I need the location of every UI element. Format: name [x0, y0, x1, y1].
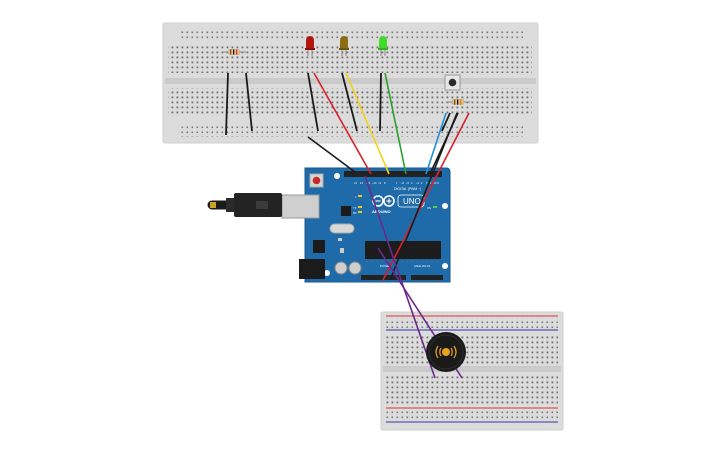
wire-black-gnd-1[interactable]	[225, 72, 229, 136]
crystal-oscillator	[329, 223, 355, 234]
terminal-strip-upper-small	[386, 334, 558, 364]
tx-led-indicator	[358, 206, 362, 208]
pin-label-13: 13	[354, 181, 357, 185]
center-channel-small	[383, 366, 561, 372]
wire-blue-button[interactable]	[425, 112, 447, 175]
pin-label-3: ~3	[416, 181, 420, 185]
smd-component	[340, 248, 344, 253]
breadboard-small[interactable]	[380, 311, 564, 431]
power-label: POWER	[380, 264, 392, 268]
pin-label-0: RX 0	[433, 181, 439, 185]
wire-black-to-gnd[interactable]	[307, 136, 356, 173]
pin-label-4: 4	[411, 181, 413, 185]
mounting-hole	[334, 173, 340, 179]
yellow-led[interactable]	[339, 36, 349, 56]
digital-header	[344, 171, 442, 177]
pin-label-7: 7	[396, 181, 398, 185]
on-led-label: ON	[427, 206, 431, 210]
pin-label-2: 2	[421, 181, 423, 185]
piezo-buzzer[interactable]	[426, 332, 466, 372]
wire-black-gnd-red-led[interactable]	[307, 72, 319, 132]
analog-header	[411, 275, 443, 280]
wire-black-gnd-button[interactable]	[441, 112, 451, 132]
buzzer-center	[442, 348, 450, 356]
green-led[interactable]	[378, 36, 388, 56]
brand-label: ARDUINO	[372, 209, 391, 214]
bottom-power-rail	[178, 126, 523, 137]
arduino-uno[interactable]: 13 12 ~11 ~10 ~9 8 7 ~6 ~5 4 ~3 2 TX 1 R…	[281, 167, 451, 283]
dc-power-jack	[299, 259, 325, 279]
atmega-microcontroller	[365, 241, 441, 259]
top-power-rail	[178, 29, 523, 40]
rx-led-indicator	[358, 211, 362, 213]
wire-red-led[interactable]	[313, 72, 372, 175]
pin-label-9: ~9	[378, 181, 382, 185]
terminal-strip-upper	[168, 46, 532, 73]
usb-cable[interactable]	[207, 193, 282, 217]
mounting-hole	[442, 203, 448, 209]
wire-black-ground[interactable]	[389, 112, 458, 281]
reset-button-cap	[312, 176, 321, 185]
bottom-power-rail-small	[386, 410, 558, 420]
wire-black-gnd-green-led[interactable]	[379, 72, 382, 132]
terminal-strip-lower-small	[386, 374, 558, 404]
on-led-indicator	[433, 206, 437, 208]
pin-label-11: ~11	[366, 181, 371, 185]
wire-green-led[interactable]	[384, 72, 407, 175]
sound-wave-icon	[435, 345, 439, 359]
resistor-2[interactable]	[446, 99, 470, 105]
wire-yellow-led[interactable]	[345, 72, 390, 175]
wire-red-5v[interactable]	[382, 112, 470, 281]
smd-component	[338, 238, 342, 241]
pin-label-12: 12	[360, 181, 363, 185]
center-channel	[165, 78, 536, 84]
analog-label: ANALOG IN	[414, 264, 430, 268]
pushbutton[interactable]	[444, 74, 461, 91]
l-led-indicator	[358, 195, 362, 197]
pin-label-6: ~6	[401, 181, 405, 185]
capacitor-2	[348, 261, 362, 275]
usb-port	[281, 194, 320, 219]
pin-label-10: ~10	[372, 181, 377, 185]
chip-pins-bottom	[366, 259, 440, 262]
digital-label: DIGITAL (PWM ~)	[394, 187, 421, 191]
tx-led-label: TX	[353, 206, 357, 210]
top-power-rail-small	[386, 318, 558, 328]
pin-label-5: ~5	[406, 181, 410, 185]
wire-black-gnd-yellow-led[interactable]	[341, 72, 358, 132]
mounting-hole	[442, 263, 448, 269]
usb-interface-chip	[341, 206, 351, 216]
capacitor-1	[334, 261, 348, 275]
mounting-hole	[324, 270, 330, 276]
rx-led-label: RX	[353, 211, 357, 215]
red-led[interactable]	[305, 36, 315, 56]
pin-label-8: 8	[384, 181, 386, 185]
wire-purple-buzzer-1[interactable]	[364, 175, 436, 379]
l-led-label: L	[355, 195, 357, 199]
resistor-1[interactable]	[222, 49, 246, 55]
wire-black-gnd-2[interactable]	[245, 72, 253, 132]
model-label: UNO	[403, 197, 421, 206]
voltage-regulator	[313, 240, 325, 253]
